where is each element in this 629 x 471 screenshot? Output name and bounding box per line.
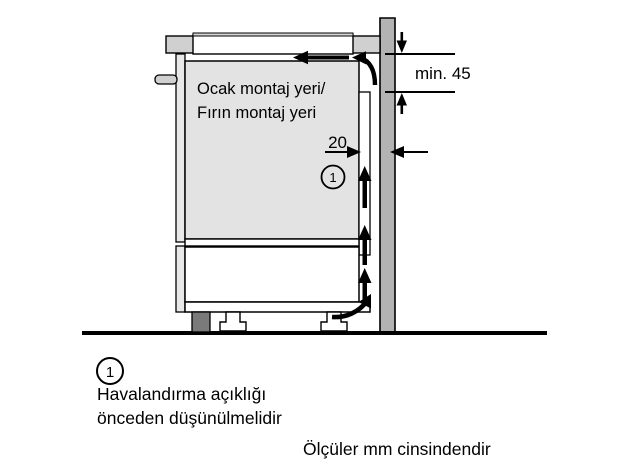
airflow-arrows-group (293, 50, 378, 320)
appliance-label-line1: Ocak montaj yeri/ (197, 80, 326, 98)
worktop-slab (192, 34, 354, 55)
down-arrow-icon (396, 32, 407, 53)
appliance-label-line2: Fırın montaj yeri (197, 104, 316, 122)
lower-drawer-front (184, 246, 360, 303)
legend-note-line1: Havalandırma açıklığı (97, 384, 266, 404)
up-arrow-icon (358, 166, 372, 208)
callout-circle (320, 164, 346, 190)
curved-arrow-icon (331, 294, 371, 320)
legend-callout-circle (96, 357, 124, 385)
curved-arrow-icon (352, 51, 378, 86)
worktop-group (165, 32, 381, 55)
units-note: Ölçüler mm cinsindendir (303, 439, 491, 459)
wall-group (379, 17, 396, 333)
floor-line (82, 331, 547, 335)
up-arrow-icon (358, 225, 372, 265)
worktop-right-cap (351, 35, 381, 54)
gap-dimension-value: 20 (328, 133, 347, 152)
min-clearance-value: min. 45 (415, 64, 471, 83)
legend-callout-number: 1 (106, 364, 114, 381)
lower-compartment-group (175, 238, 371, 313)
up-arrow-icon (358, 268, 372, 306)
gap-dimension-group: 20 (325, 133, 428, 158)
worktop-top-edge (192, 32, 354, 37)
gap-dim-right-arrowhead (390, 146, 404, 158)
wall-section (379, 17, 396, 333)
left-arrow-icon (293, 50, 349, 65)
floor-group (82, 331, 547, 335)
callout-number: 1 (329, 170, 336, 185)
cabinet-leg-left (219, 311, 247, 332)
lower-left-stile (175, 245, 186, 313)
cabinet-base-board (184, 301, 371, 313)
appliance-niche-group (184, 60, 371, 256)
legend-note-line2: önceden düşünülmelidir (97, 408, 282, 428)
cabinet-left-stile (175, 53, 186, 243)
up-arrow-icon (396, 93, 407, 114)
min-clearance-dimension-group: min. 45 (385, 32, 471, 114)
cabinet-left-bracket (154, 74, 178, 85)
callout-marker-diagram: 1 (320, 164, 346, 190)
worktop-left-cap (165, 35, 195, 54)
niche-label-group: Ocak montaj yeri/ Fırın montaj yeri (197, 80, 326, 122)
plinth-block (191, 311, 211, 333)
shelf-divider (184, 238, 360, 247)
gap-dim-left-arrowhead (347, 146, 361, 158)
legend-group: 1 Havalandırma açıklığı önceden düşünülm… (96, 357, 491, 459)
